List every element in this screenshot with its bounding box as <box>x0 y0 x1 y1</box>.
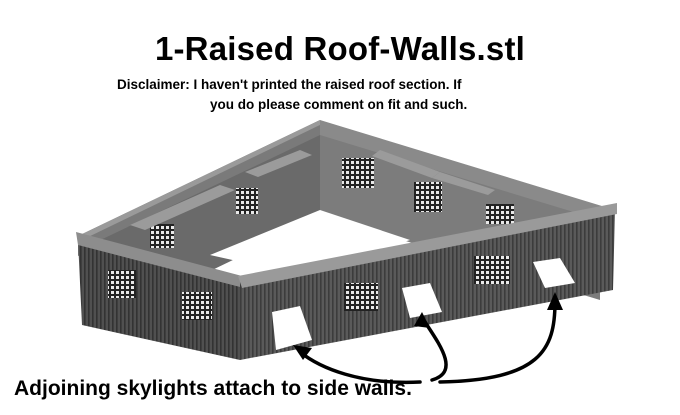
disclaimer-line-1: Disclaimer: I haven't printed the raised… <box>117 77 462 92</box>
skylight-opening <box>402 283 442 318</box>
window <box>414 182 442 212</box>
skylight-opening <box>533 258 575 288</box>
window <box>150 224 174 248</box>
window <box>474 256 510 284</box>
callout-arrows <box>298 300 557 385</box>
window <box>486 204 514 224</box>
window <box>108 270 136 298</box>
skylight-opening <box>272 306 312 350</box>
window <box>342 158 374 188</box>
caption: Adjoining skylights attach to side walls… <box>14 377 412 400</box>
window <box>182 292 212 320</box>
page-title: 1-Raised Roof-Walls.stl <box>154 30 526 67</box>
window <box>344 283 378 311</box>
window <box>236 188 258 214</box>
disclaimer-line-2: you do please comment on fit and such. <box>210 97 468 112</box>
arrow-heads <box>293 292 563 360</box>
